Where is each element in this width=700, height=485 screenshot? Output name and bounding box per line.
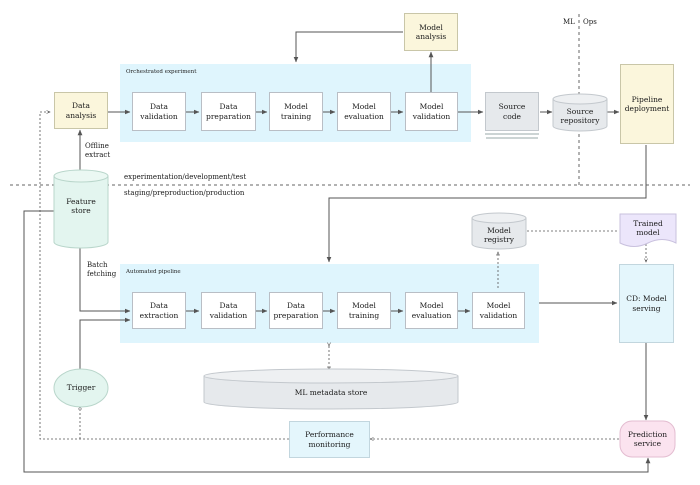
source-repository-node: Source repository (560, 106, 600, 125)
ml-label: ML (563, 18, 575, 26)
batch-fetching-label: Batch fetching (87, 261, 117, 278)
auto-step-model-training: Model training (337, 292, 391, 329)
ml-metadata-store-cylinder (203, 368, 459, 410)
model-registry-node: Model registry (484, 225, 514, 244)
feature-store-cylinder (53, 169, 109, 249)
model-analysis-node: Model analysis (404, 13, 458, 51)
prediction-service-node: Prediction service (627, 429, 668, 448)
auto-step-data-preparation: Data preparation (269, 292, 323, 329)
automated-pipeline-panel (120, 264, 539, 343)
trained-model-shape (619, 213, 677, 247)
auto-step-model-validation: Model validation (472, 292, 525, 329)
source-repository-cylinder (552, 93, 608, 132)
trained-model-node: Trained model (633, 218, 663, 237)
trigger-shape (53, 368, 109, 408)
orch-step-model-evaluation: Model evaluation (337, 92, 391, 131)
orch-step-data-validation: Data validation (132, 92, 186, 131)
trigger-node: Trigger (66, 383, 96, 393)
automated-pipeline-title: Automated pipeline (126, 269, 181, 275)
model-registry-cylinder (471, 212, 527, 250)
orch-step-model-validation: Model validation (405, 92, 458, 131)
offline-extract-label: Offline extract (85, 142, 111, 159)
prediction-service-shape (619, 420, 676, 458)
ops-label: Ops (583, 18, 597, 26)
data-analysis-node: Data analysis (54, 92, 108, 129)
prod-stage-label: staging/preproduction/production (124, 189, 245, 197)
pipeline-deployment-node: Pipeline deployment (620, 64, 674, 144)
ml-metadata-store-node: ML metadata store (294, 388, 368, 398)
performance-monitoring-node: Performance monitoring (289, 421, 370, 458)
orch-step-data-preparation: Data preparation (201, 92, 256, 131)
feature-store-node: Feature store (66, 196, 96, 215)
dev-stage-label: experimentation/development/test (124, 173, 247, 181)
orchestrated-experiment-title: Orchestrated experiment (126, 69, 197, 75)
orch-step-model-training: Model training (269, 92, 323, 131)
cd-model-serving-node: CD: Model serving (619, 264, 674, 343)
auto-step-data-validation: Data validation (201, 292, 256, 329)
auto-step-data-extraction: Data extraction (132, 292, 186, 329)
auto-step-model-evaluation: Model evaluation (405, 292, 458, 329)
source-code-node: Source code (485, 92, 539, 131)
